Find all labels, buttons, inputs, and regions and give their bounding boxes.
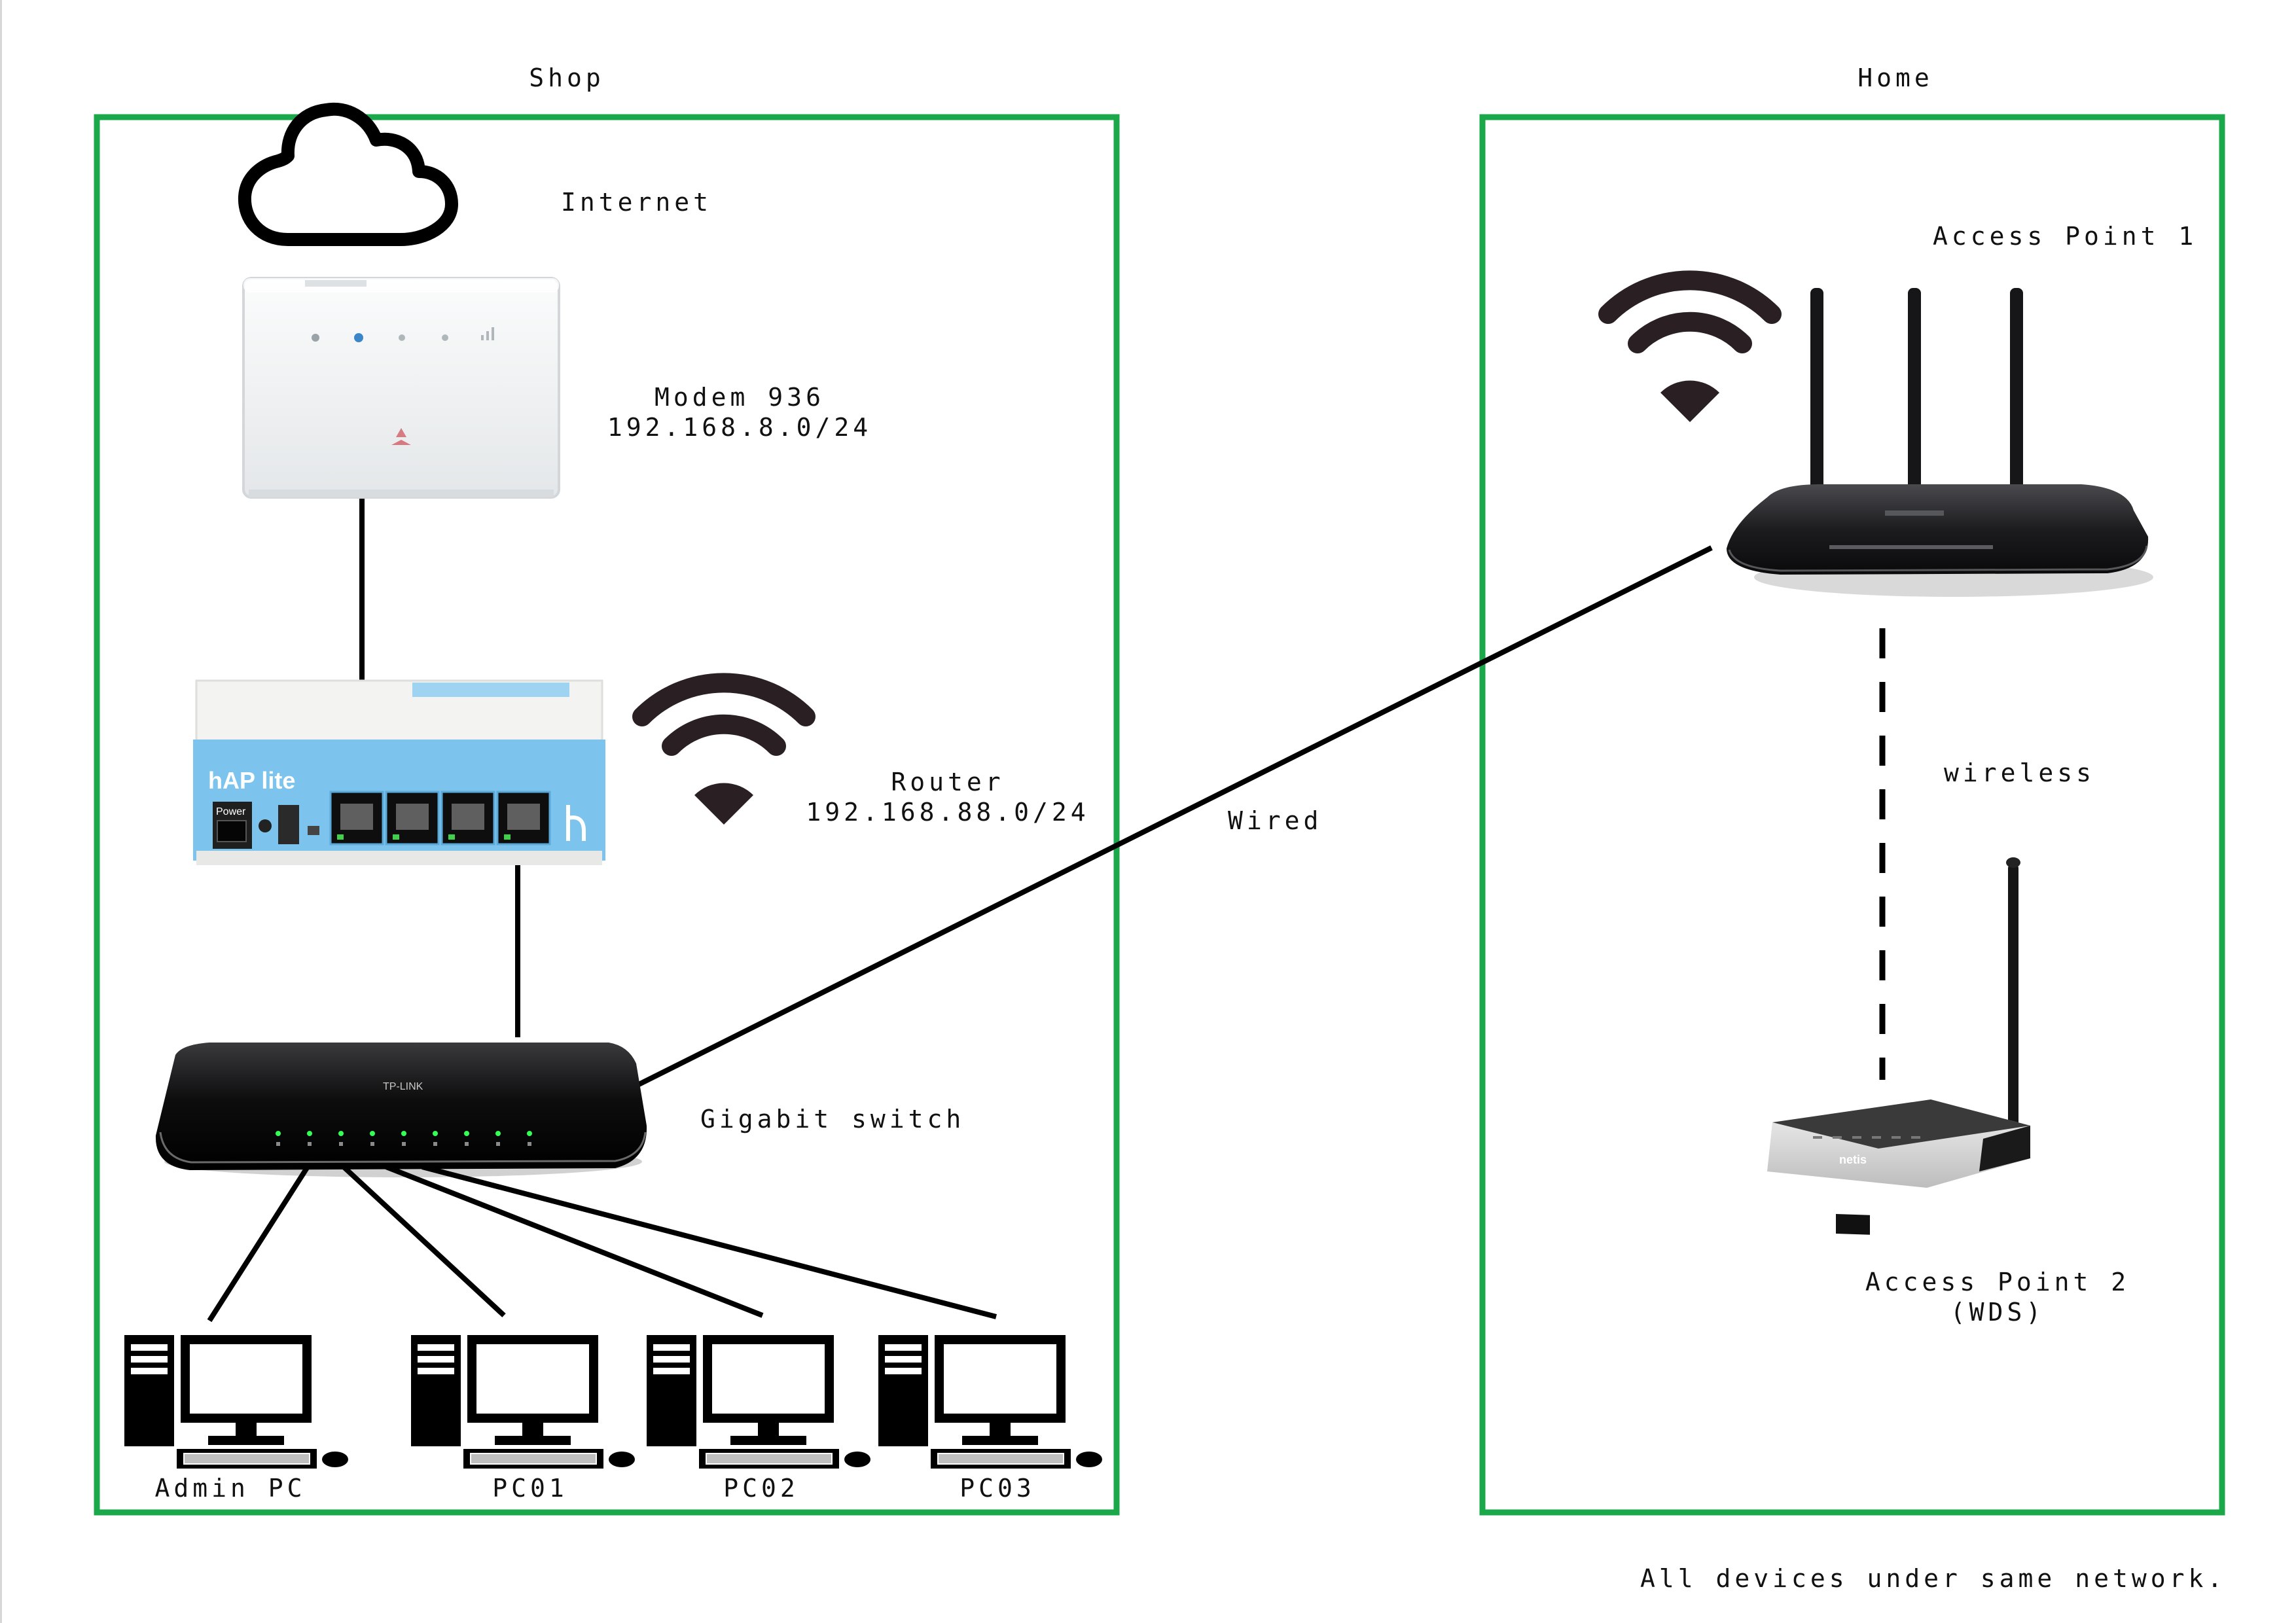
shop-zone-label: Shop [529,63,605,92]
ap2-router-icon: netis [1767,857,2030,1235]
pc01-icon [411,1335,635,1469]
ap1-label: Access Point 1 [1933,222,2198,251]
switch-label: Gigabit switch [700,1105,965,1133]
internet-label: Internet [561,188,713,217]
cloud-icon [238,102,458,246]
switch-ap1-wired-link [634,545,1713,1089]
svg-text:Power: Power [216,806,246,817]
switch-adminpc-link [207,1165,310,1323]
pc02-icon [647,1335,870,1469]
footer-note: All devices under same network. [1640,1564,2227,1593]
switch-pc02-link [385,1164,764,1318]
home-zone [1479,114,2225,1516]
ap1-router-icon [1727,288,2153,597]
ap2-mode: (WDS) [1950,1298,2045,1327]
router-label: Router 192.168.88.0/24 [806,767,1089,827]
wireless-link-label: wireless [1944,758,2096,787]
modem-label: Modem 936 192.168.8.0/24 [607,382,872,442]
modem-subnet: 192.168.8.0/24 [607,413,872,442]
links [207,497,1886,1323]
router-wifi-icon [642,683,806,825]
pc-label-pc03: PC03 [960,1474,1035,1503]
switch-pc03-link [421,1164,997,1319]
admin-pc-icon [124,1335,348,1469]
switch-pc01-link [342,1165,506,1317]
pc03-icon [878,1335,1102,1469]
pc-label-pc01: PC01 [492,1474,568,1503]
modem-icon [242,277,560,499]
router-icon: hAP lite Power [193,679,605,865]
wired-link-label: Wired [1228,806,1323,835]
router-name: Router [891,768,1005,796]
router-subnet: 192.168.88.0/24 [806,798,1090,827]
page-edge [0,0,2,1623]
pc-label-admin: Admin PC [154,1474,306,1503]
ap2-name: Access Point 2 [1865,1268,2130,1296]
modem-name: Modem 936 [655,383,825,412]
home-zone-label: Home [1857,63,1933,92]
svg-text:netis: netis [1839,1153,1867,1166]
ap1-wifi-icon [1608,280,1772,422]
pc-label-pc02: PC02 [723,1474,799,1503]
switch-icon: TP-LINK [155,1043,647,1177]
svg-text:hAP lite: hAP lite [208,767,295,794]
svg-text:TP-LINK: TP-LINK [383,1081,423,1092]
ap2-label: Access Point 2 (WDS) [1865,1267,2130,1327]
shop-zone [94,114,1120,1516]
